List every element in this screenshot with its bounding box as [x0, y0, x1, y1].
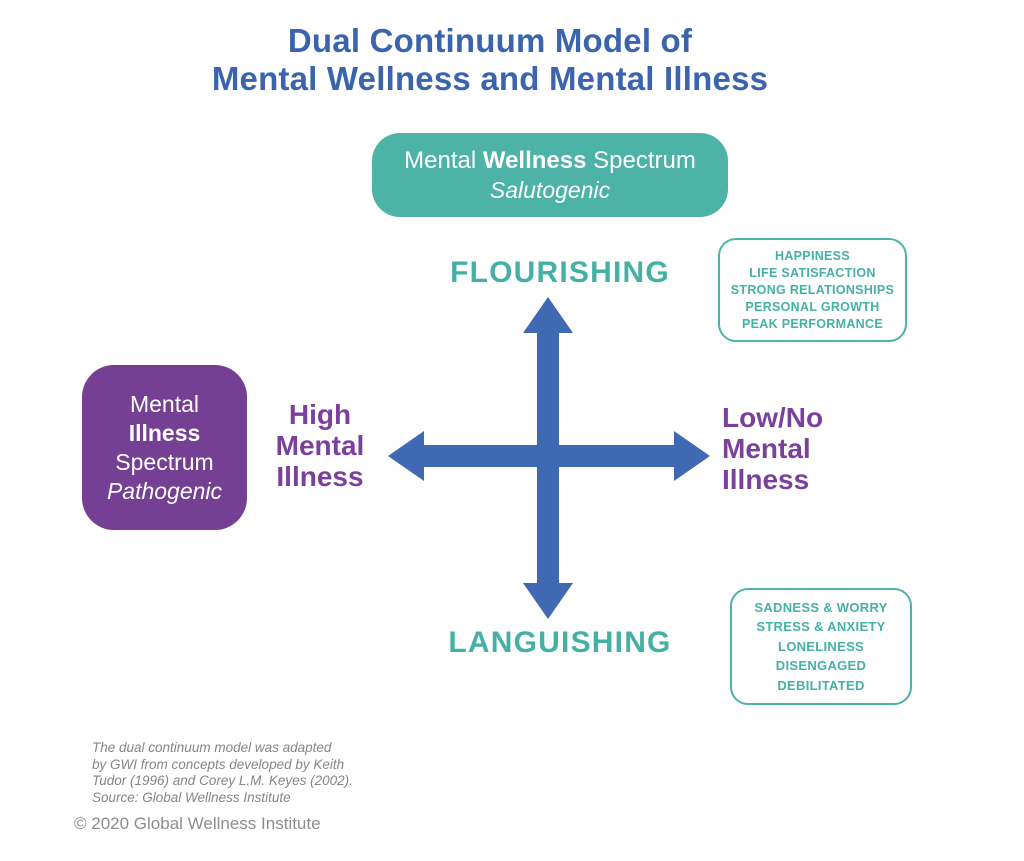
- illness-spectrum-line2: Illness: [128, 419, 201, 446]
- trait-line: SADNESS & WORRY: [754, 599, 888, 615]
- trait-line: DISENGAGED: [775, 658, 867, 674]
- trait-line: STRESS & ANXIETY: [756, 619, 886, 635]
- trait-line: LONELINESS: [777, 638, 865, 654]
- vertical-axis-arrow: [523, 297, 573, 619]
- illness-spectrum-line3: Spectrum: [115, 448, 214, 475]
- high-mental-illness-label: High Mental Illness: [275, 399, 365, 492]
- copyright: © 2020 Global Wellness Institute: [74, 814, 321, 833]
- illness-spectrum-subtitle: Pathogenic: [106, 477, 223, 504]
- illness-spectrum-card: Mental Illness Spectrum Pathogenic: [82, 365, 247, 530]
- low-no-mental-illness-label: Low/No Mental Illness: [722, 402, 824, 495]
- page-title-line2: Mental Wellness and Mental Illness: [211, 60, 769, 97]
- trait-line: STRONG RELATIONSHIPS: [730, 282, 895, 297]
- illness-spectrum-line1: Mental: [129, 390, 200, 417]
- page-title-line1: Dual Continuum Model of: [287, 22, 693, 59]
- page-title: Dual Continuum Model of Mental Wellness …: [0, 22, 980, 98]
- footnote: The dual continuum model was adapted by …: [92, 740, 353, 805]
- languishing-traits-card: SADNESS & WORRY STRESS & ANXIETY LONELIN…: [730, 588, 912, 705]
- trait-line: LIFE SATISFACTION: [749, 265, 876, 280]
- flourishing-label: FLOURISHING: [450, 256, 670, 289]
- wellness-spectrum-title: Mental Wellness Spectrum: [404, 146, 696, 174]
- trait-line: DEBILITATED: [777, 677, 865, 693]
- trait-line: HAPPINESS: [775, 248, 850, 263]
- horizontal-axis-arrow: [388, 431, 710, 481]
- trait-line: PERSONAL GROWTH: [745, 299, 880, 314]
- wellness-spectrum-subtitle: Salutogenic: [489, 176, 611, 203]
- languishing-label: LANGUISHING: [448, 626, 672, 659]
- flourishing-traits-card: HAPPINESS LIFE SATISFACTION STRONG RELAT…: [718, 238, 907, 342]
- wellness-spectrum-card: Mental Wellness Spectrum Salutogenic: [372, 133, 728, 217]
- trait-line: PEAK PERFORMANCE: [742, 316, 883, 331]
